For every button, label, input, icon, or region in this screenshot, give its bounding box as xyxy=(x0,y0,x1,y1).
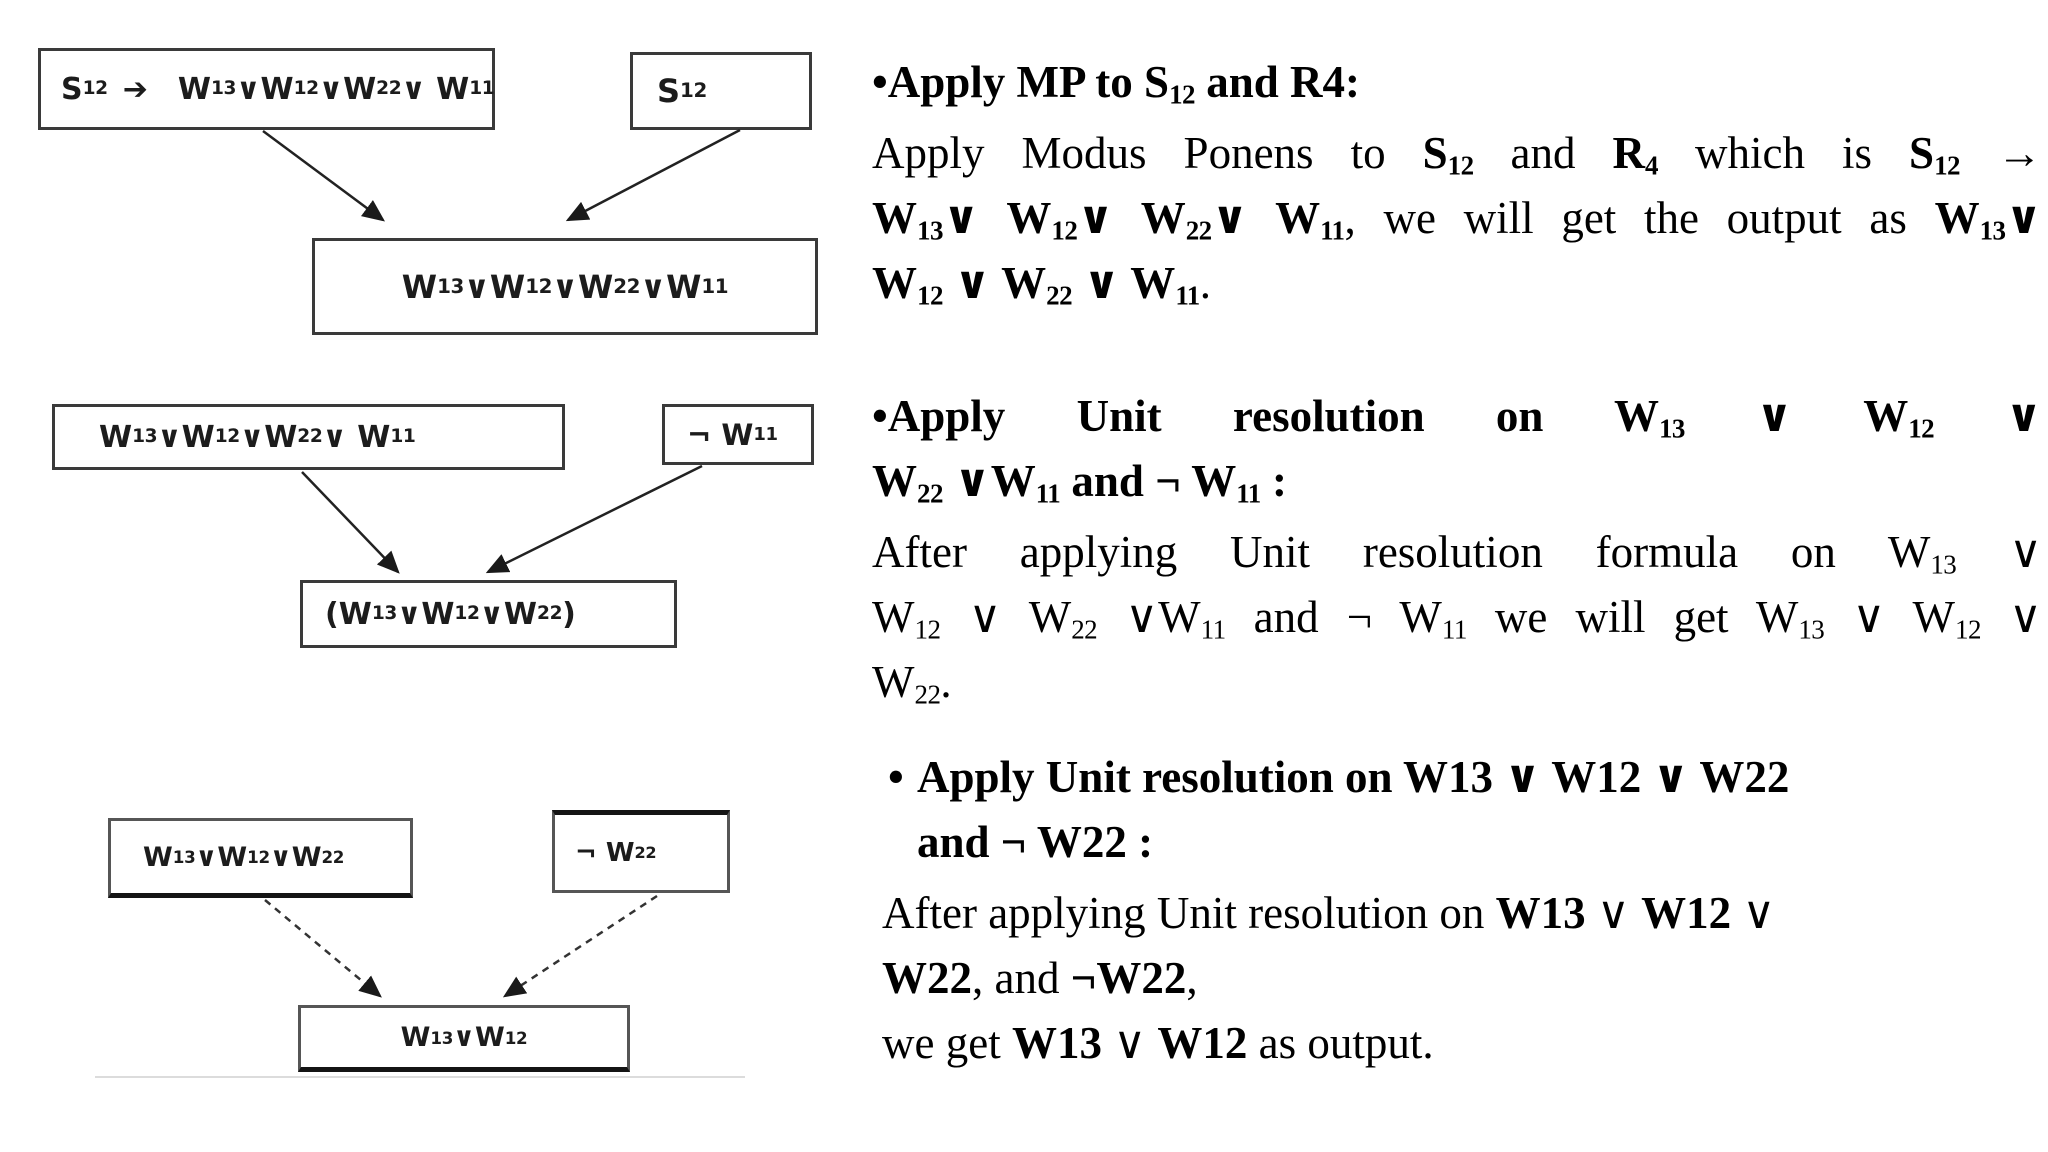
block1-body: Apply Modus Ponens to S12 and R4 which i… xyxy=(872,121,2042,316)
bullet-icon: • xyxy=(888,752,904,802)
explanation-block-unit-res-1: •Apply Unit resolution on W13 ∨ W12 ∨ W22… xyxy=(872,384,2042,715)
block2-body: After applying Unit resolution formula o… xyxy=(872,520,2042,715)
text-line: Apply Modus Ponens to S12 and R4 which i… xyxy=(872,128,2042,181)
text-line: After applying Unit resolution formula o… xyxy=(872,527,2043,580)
text-line: W13∨ W12∨ W22∨ W11, we will get the outp… xyxy=(872,193,2043,246)
text-line: W22, and ¬W22, xyxy=(882,953,1198,1003)
arrow-icon-res2-right xyxy=(502,894,658,998)
arrow-icon-res2-left xyxy=(264,899,382,998)
divider-line xyxy=(95,1076,745,1078)
text-line: and ¬ W22 : xyxy=(917,817,1154,867)
block3-heading: Apply Unit resolution on W13 ∨ W12 ∨ W22… xyxy=(872,745,2042,875)
arrow-icon-res1-left xyxy=(301,471,400,574)
block1-heading: •Apply MP to S12 and R4: xyxy=(872,50,2042,115)
text-line: Apply Unit resolution on W13 ∨ W12 ∨ W22 xyxy=(917,752,1790,802)
text-line: we get W13 ∨ W12 as output. xyxy=(882,1018,1434,1068)
diagram-arrows xyxy=(262,128,741,998)
arrow-icon-res1-right xyxy=(485,464,703,574)
explanation-text: •Apply MP to S12 and R4: Apply Modus Pon… xyxy=(872,0,2042,1076)
text-line: W12 ∨ W22 ∨ W11. xyxy=(872,258,1211,311)
text-line: W22. xyxy=(872,657,952,710)
block3-body: After applying Unit resolution on W13 ∨ … xyxy=(872,881,2042,1076)
text-line: •Apply Unit resolution on W13 ∨ W12 ∨ xyxy=(872,391,2042,444)
text-line: W22 ∨W11 and ¬ W11 : xyxy=(872,456,1287,509)
explanation-block-mp: •Apply MP to S12 and R4: Apply Modus Pon… xyxy=(872,50,2042,316)
text-line: After applying Unit resolution on W13 ∨ … xyxy=(882,888,1776,938)
arrow-icon-mp-left xyxy=(262,129,386,222)
block2-heading: •Apply Unit resolution on W13 ∨ W12 ∨ W22… xyxy=(872,384,2042,514)
explanation-block-unit-res-2: • Apply Unit resolution on W13 ∨ W12 ∨ W… xyxy=(872,745,2042,1076)
text-line: W12 ∨ W22 ∨W11 and ¬ W11 we will get W13… xyxy=(872,592,2042,645)
arrow-icon-mp-right xyxy=(565,128,741,222)
text-line: •Apply MP to S12 and R4: xyxy=(872,57,1361,110)
